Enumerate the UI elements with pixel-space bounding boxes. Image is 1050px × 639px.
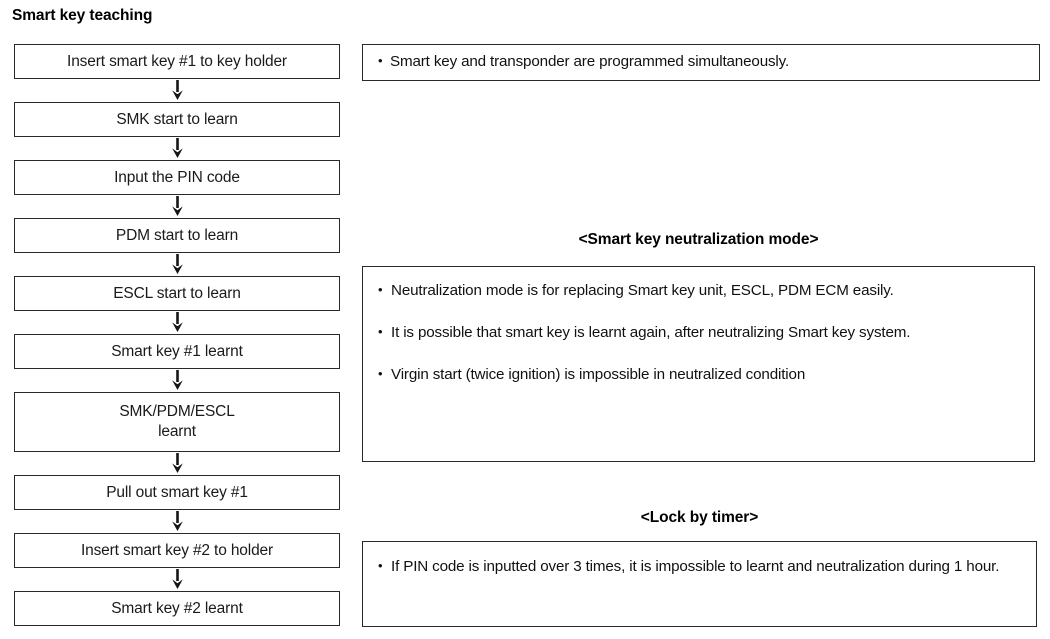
bullet-list-neutralization: Neutralization mode is for replacing Sma…	[377, 280, 1018, 386]
flow-step-box: Pull out smart key #1	[14, 475, 340, 510]
arrow-down-icon	[14, 452, 340, 475]
flow-step-label: Insert smart key #1 to key holder	[67, 52, 287, 70]
flow-step-label: Smart key #1 learnt	[111, 342, 243, 360]
flow-step-label: SMK start to learn	[116, 110, 238, 128]
arrow-down-icon	[14, 253, 340, 276]
flow-step-box: SMK start to learn	[14, 102, 340, 137]
arrow-down-icon	[14, 568, 340, 591]
bullet-item: Smart key and transponder are programmed…	[377, 52, 789, 72]
flow-step-box: PDM start to learn	[14, 218, 340, 253]
flow-step-box: Insert smart key #1 to key holder	[14, 44, 340, 79]
flow-step-box: ESCL start to learn	[14, 276, 340, 311]
flow-step-label: Smart key #2 learnt	[111, 599, 243, 617]
section-header-lock-timer: <Lock by timer>	[640, 509, 759, 526]
flow-step-label: SMK/PDM/ESCL learnt	[119, 403, 235, 440]
flow-step-label: Input the PIN code	[114, 168, 240, 186]
arrow-down-icon	[14, 510, 340, 533]
flow-step-box: SMK/PDM/ESCL learnt	[14, 392, 340, 452]
section-header-neutralization: <Smart key neutralization mode>	[578, 231, 819, 248]
note-box-lock-timer: If PIN code is inputted over 3 times, it…	[362, 541, 1037, 627]
flow-step-label: Pull out smart key #1	[106, 483, 248, 501]
flow-step-label: ESCL start to learn	[113, 284, 241, 302]
arrow-down-icon	[14, 311, 340, 334]
bullet-item: If PIN code is inputted over 3 times, it…	[377, 556, 1020, 577]
arrow-down-icon	[14, 137, 340, 160]
flow-step-box: Input the PIN code	[14, 160, 340, 195]
arrow-down-icon	[14, 79, 340, 102]
flow-step-box: Smart key #2 learnt	[14, 591, 340, 626]
bullet-list-programming: Smart key and transponder are programmed…	[377, 52, 789, 72]
note-box-programming: Smart key and transponder are programmed…	[362, 44, 1040, 81]
arrow-down-icon	[14, 369, 340, 392]
flow-step-box: Smart key #1 learnt	[14, 334, 340, 369]
arrow-down-icon	[14, 195, 340, 218]
flow-step-box: Insert smart key #2 to holder	[14, 533, 340, 568]
flow-step-label: PDM start to learn	[115, 226, 239, 244]
page-title: Smart key teaching	[12, 7, 153, 24]
bullet-list-lock-timer: If PIN code is inputted over 3 times, it…	[377, 556, 1020, 577]
bullet-item: It is possible that smart key is learnt …	[377, 323, 1018, 343]
bullet-item: Virgin start (twice ignition) is impossi…	[377, 365, 1018, 385]
note-box-neutralization: Neutralization mode is for replacing Sma…	[362, 266, 1035, 462]
bullet-item: Neutralization mode is for replacing Sma…	[377, 280, 1018, 301]
flow-step-label: Insert smart key #2 to holder	[80, 541, 274, 559]
